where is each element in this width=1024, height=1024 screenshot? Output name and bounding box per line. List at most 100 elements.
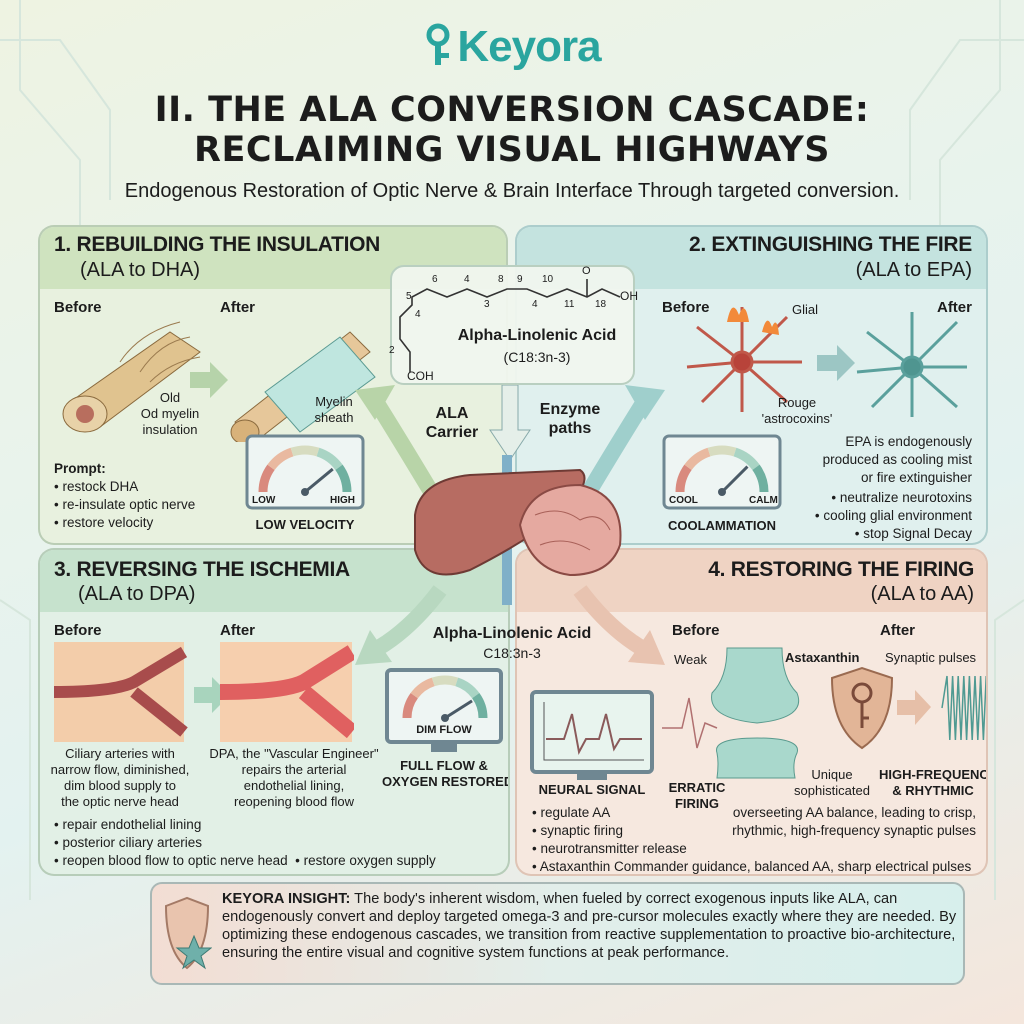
enzyme-paths-label: Enzyme paths (539, 401, 601, 437)
ala-molecule-card: 6 4 8 9 10 5 3 4 11 18 4 2 O OH COH Alph… (389, 265, 638, 385)
rouge-astrocoxins-label: Rouge'astrocoxins' (761, 395, 833, 426)
postsynaptic-terminal (716, 737, 798, 779)
oxygen-label: O (582, 265, 591, 277)
gauge-segment (431, 675, 459, 687)
arrow-to-panel4 (628, 630, 665, 665)
neural-signal-monitor (530, 690, 654, 774)
atom-label: 10 (542, 274, 554, 285)
glial-label: Glial (792, 302, 819, 317)
panel-subtitle: (ALA to AA) (870, 583, 974, 605)
gauge-segment (752, 464, 769, 493)
neural-signal-label: NEURAL SIGNAL (538, 782, 646, 797)
high-frequency-label: HIGH-FREQUENCY& RHYTHMIC (879, 767, 988, 798)
dim-flow-label: DIM FLOW (416, 724, 472, 736)
overseeing-text: overseeting AA balance, leading to crisp… (732, 805, 976, 838)
gauge-segment (267, 447, 294, 471)
down-arrow (489, 384, 531, 461)
panel-title: 1. REBUILDING THE INSULATION (54, 233, 381, 256)
gauge-hub (441, 714, 449, 722)
gauge-needle (444, 699, 473, 720)
before-label: Before (54, 622, 102, 639)
panel-title: 2. EXTINGUISHING THE FIRE (688, 233, 972, 256)
calm-astrocyte (856, 312, 967, 417)
bullet: repair endothelial lining (62, 817, 202, 832)
page-subtitle: Endogenous Restoration of Optic Nerve & … (124, 180, 900, 202)
bullet: stop Signal Decay (863, 526, 972, 541)
atom-label: 2 (389, 345, 395, 356)
gauge-segment (402, 693, 419, 719)
arrow-icon (897, 690, 931, 725)
insight-label: KEYORA INSIGHT: (222, 891, 351, 907)
atom-label: 8 (498, 274, 504, 285)
keyora-logo: Keyora (0, 22, 1024, 72)
gauge-segment (455, 677, 480, 699)
insight-text: KEYORA INSIGHT: The body's inherent wisd… (222, 890, 960, 962)
after-label: After (220, 299, 256, 316)
synapse-illustration (662, 647, 986, 779)
page-title: II. THE ALA CONVERSION CASCADE: RECLAIMI… (0, 90, 1024, 170)
bullet: neurotransmitter release (540, 841, 687, 856)
inflamed-astrocyte (686, 307, 802, 412)
molecule-formula: (C18:3n-3) (503, 349, 571, 365)
gauge-caption: LOW VELOCITY (255, 517, 355, 532)
gauge-needle (304, 467, 334, 494)
gauge-high-label: HIGH (330, 495, 355, 506)
atom-label: 6 (432, 274, 438, 285)
bullet: posterior ciliary arteries (62, 835, 203, 850)
nerve-illustration (62, 321, 376, 442)
gauge-segment (316, 447, 343, 471)
conversion-arrows (355, 384, 665, 665)
astaxanthin-label: Astaxanthin (785, 650, 860, 665)
title-line-1: II. THE ALA CONVERSION CASCADE: (154, 90, 870, 130)
monitor-stand (577, 774, 607, 780)
before-label: Before (672, 622, 720, 639)
gauge-caption: COOLAMMATION (667, 518, 777, 533)
flow-gauge (396, 672, 494, 727)
arrow-to-panel3 (355, 630, 392, 665)
erratic-wave (662, 697, 718, 749)
bullet: neutralize neurotoxins (839, 490, 972, 505)
panel-extinguishing-fire: 2. EXTINGUISHING THE FIRE (ALA to EPA) B… (515, 225, 988, 545)
gauge-low-label: LOW (252, 495, 276, 506)
fire-icon (727, 307, 749, 322)
atom-label: 18 (595, 299, 607, 310)
before-label: Before (54, 299, 102, 316)
gauge-dial (245, 434, 365, 510)
keyora-insight-box: KEYORA INSIGHT: The body's inherent wisd… (150, 882, 965, 985)
molecule-structure (399, 279, 621, 372)
firing-bullets: • regulate AA • synaptic firing • neurot… (532, 805, 972, 874)
atom-label: 4 (415, 309, 421, 320)
lower-molecule-formula: C18:3n-3 (483, 645, 541, 661)
title-line-2: RECLAIMING VISUAL HIGHWAYS (194, 130, 830, 170)
gauge-segment (410, 677, 435, 699)
bullet: re-insulate optic nerve (62, 497, 196, 512)
gauge-segment (733, 447, 760, 471)
bullet: restore velocity (62, 515, 154, 530)
bullet: regulate AA (540, 805, 611, 820)
velocity-gauge (245, 434, 365, 515)
panel-subtitle: (ALA to EPA) (855, 259, 972, 281)
panel-restoring-firing: 4. RESTORING THE FIRING (ALA to AA) Befo… (515, 548, 988, 876)
weak-label: Weak (674, 652, 707, 667)
gauge-needle (720, 465, 749, 494)
panel-title: 3. REVERSING THE ISCHEMIA (54, 558, 350, 581)
arrow-to-panel1 (355, 385, 395, 420)
carboxyl-label: COH (407, 369, 434, 383)
brain-icon (518, 483, 622, 577)
gauge-low-label: COOL (669, 495, 698, 506)
epa-bullets: • neutralize neurotoxins • cooling glial… (814, 490, 972, 541)
ala-carrier-label: ALA Carrier (425, 405, 479, 441)
after-caption: DPA, the "Vascular Engineer"repairs the … (209, 746, 379, 809)
ischemia-bullets: • repair endothelial lining • posterior … (54, 817, 436, 868)
fire-icon (762, 320, 779, 335)
arrow-icon (817, 345, 855, 381)
gauge-dial (402, 675, 488, 722)
after-label: After (220, 622, 256, 639)
gauge-dial (662, 434, 782, 510)
gauge-segment (290, 445, 320, 457)
